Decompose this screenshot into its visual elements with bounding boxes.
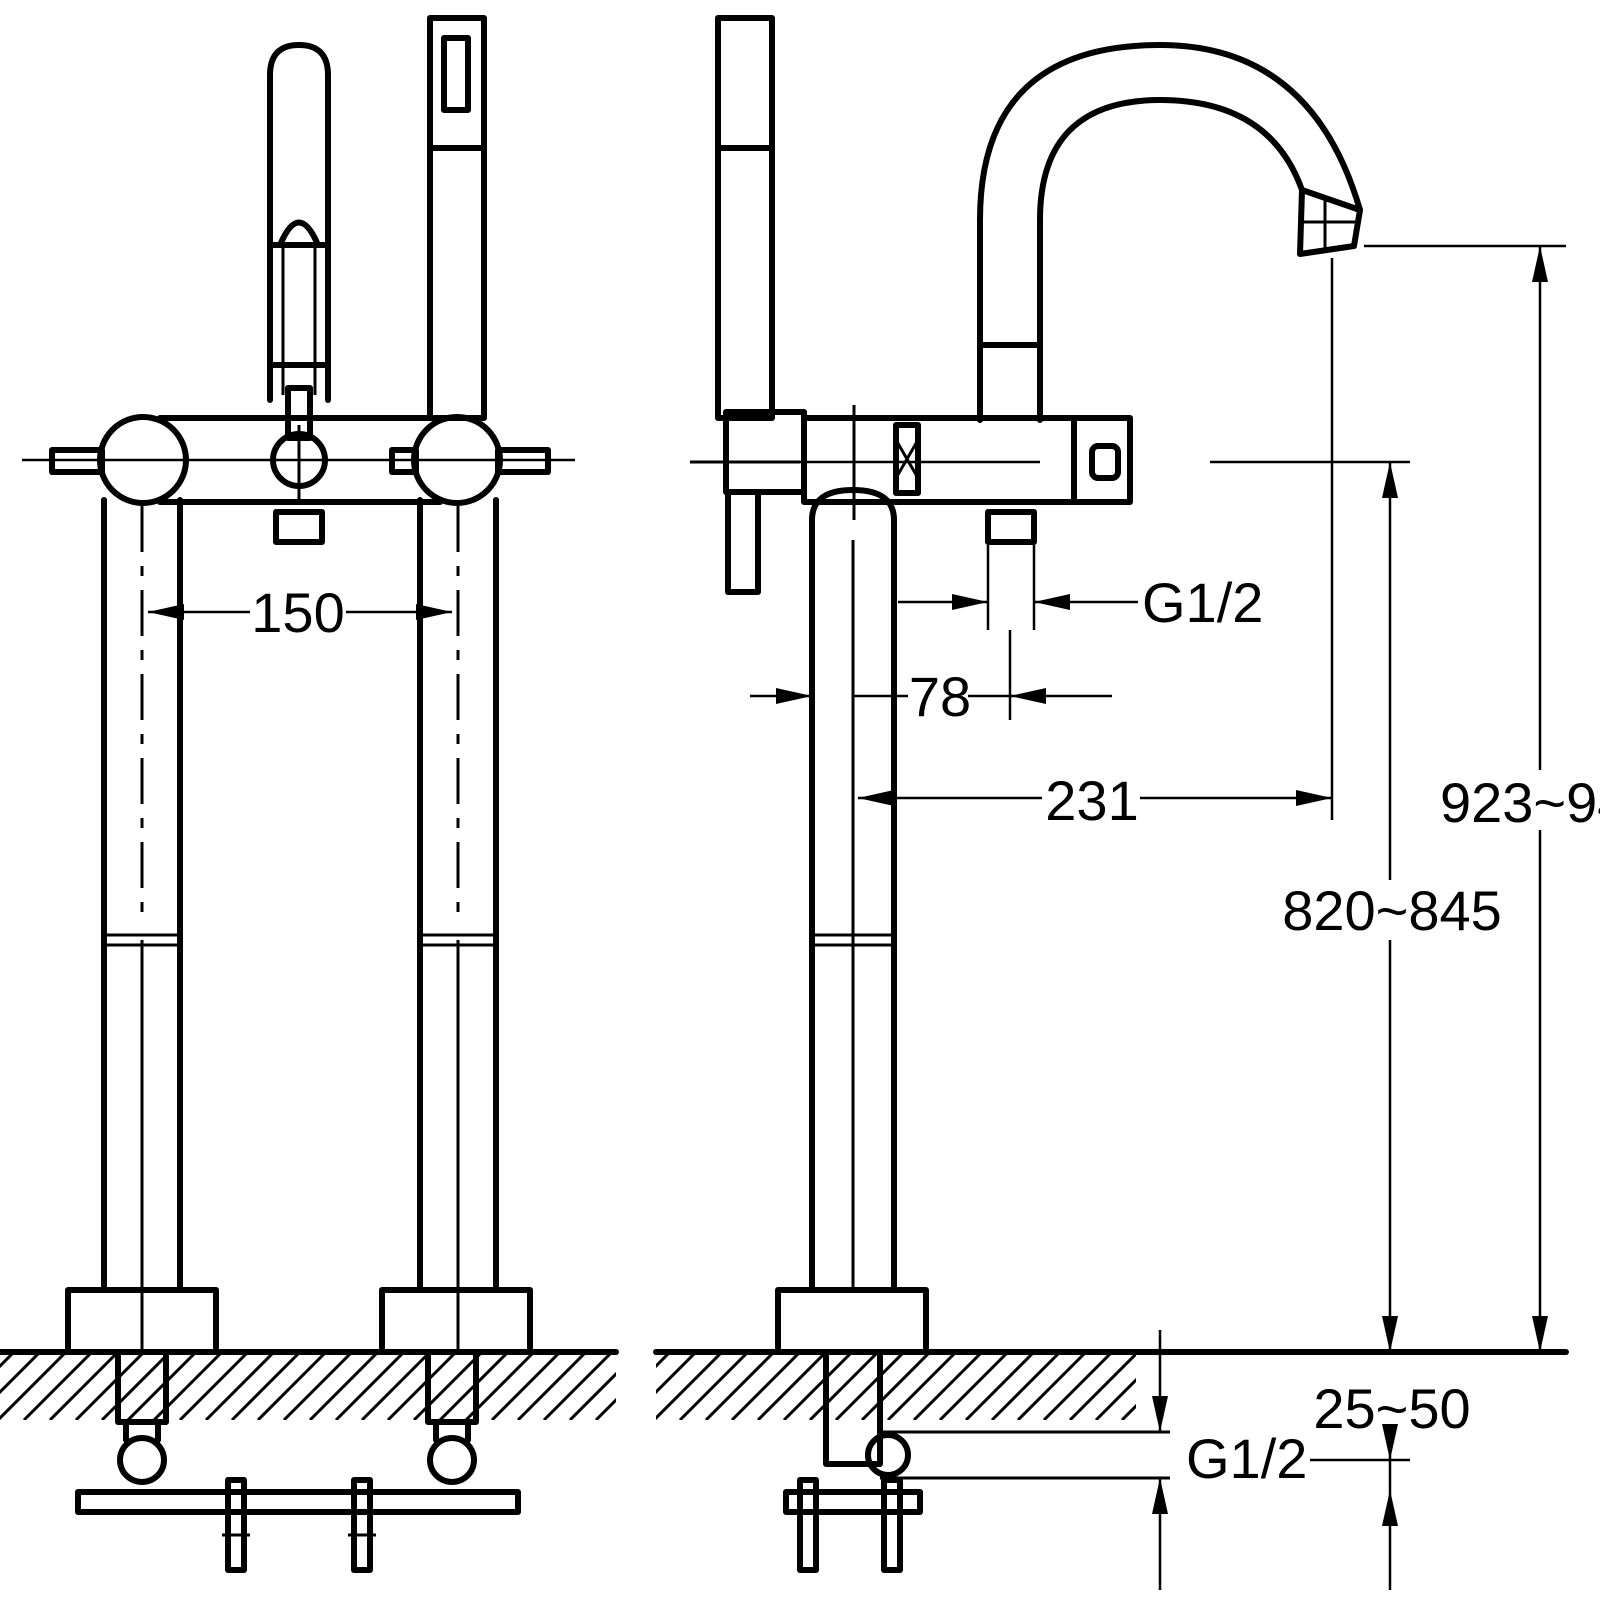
floor-hatch-line [656,1352,724,1420]
floor-hatch-line [912,1352,984,1420]
floor-right [576,1349,1569,1573]
floor-hatch-line [1200,1352,1268,1420]
label-outlet-thread-top: G1/2 [1142,571,1263,634]
right-pipe [379,497,533,1355]
floor-hatch-line [656,1352,672,1369]
floor-hatch-line [74,1352,146,1420]
dim-inlet-thread-bottom: G1/2 [1186,1427,1307,1490]
left-pipe [65,497,219,1355]
dim-pipe-spacing: 150 [148,581,452,644]
floor-hatch-line [938,1352,1010,1420]
floor-hatch-line [990,1352,1062,1420]
dim-body-height: 820~845 [1282,462,1502,1352]
floor-hatch-line [230,1352,302,1420]
floor-hatch-line [1094,1377,1136,1420]
floor-hatch-line [886,1352,958,1420]
floor-hatch-line [808,1352,880,1420]
lever-handle [267,42,331,441]
floor-hatch-line [834,1352,906,1420]
floor-hatch-line [412,1352,484,1420]
floor-hatch-line [756,1352,828,1420]
dim-outlet-offset: 78 [750,630,1112,728]
dim-outlet-thread-top: G1/2 [898,545,1263,634]
side-body [700,405,1410,545]
floor-hatch-line [622,1352,690,1420]
floor-hatch-line [22,1352,94,1420]
floor-hatch-line [308,1352,380,1420]
floor-hatch-line [516,1352,588,1420]
side-hand-shower [690,15,807,595]
floor-hatch-line [576,1352,644,1420]
side-view: G1/2 78 231 820~845 [576,15,1600,1590]
floor-hatch-line [1120,1403,1136,1420]
label-inlet-thread-bottom: G1/2 [1186,1427,1307,1490]
floor-hatch-line [1016,1352,1088,1420]
front-view: 150 [0,15,690,1573]
floor-hatch-line [594,1397,616,1420]
floor-hatch-line [0,1352,42,1395]
floor-left [0,1349,690,1573]
floor-hatch-line [282,1352,354,1420]
floor-hatch-line [126,1352,198,1420]
floor-hatch-line [490,1352,562,1420]
floor-hatch-line [360,1352,432,1420]
label-spout-height: 923~94 [1440,771,1600,834]
floor-hatch-line [204,1352,276,1420]
floor-hatch-line [656,1352,698,1395]
dim-spout-height: 923~94 [1364,244,1600,1352]
floor-hatch-line [1068,1352,1136,1420]
dim-floor-depth: 25~50 [1152,1330,1471,1590]
floor-hatch-line [1174,1352,1242,1420]
floor-hatch-line [704,1352,776,1420]
label-outlet-offset: 78 [909,665,971,728]
label-floor-depth: 25~50 [1313,1377,1470,1440]
label-body-height: 820~845 [1282,879,1502,942]
floor-hatch-line [0,1352,68,1420]
side-column [775,487,929,1355]
label-spout-reach: 231 [1045,769,1138,832]
spout [977,42,1363,423]
floor-hatch-line [730,1352,802,1420]
floor-hatch-line [334,1352,406,1420]
floor-hatch-line [964,1352,1036,1420]
mixer-body [22,414,575,545]
floor-hatch-line [678,1352,750,1420]
label-pipe-spacing: 150 [251,581,344,644]
dim-spout-reach: 231 [858,258,1334,832]
floor-hatch-line [256,1352,328,1420]
floor-hatch-line [542,1352,614,1420]
floor-hatch-line [860,1352,932,1420]
floor-hatch-line [100,1352,172,1420]
hand-shower [427,15,487,421]
floor-hatch-line [178,1352,250,1420]
floor-hatch-line [568,1371,616,1420]
floor-hatch-line [48,1352,120,1420]
floor-hatch-line [782,1352,854,1420]
floor-hatch-line [0,1352,16,1369]
floor-hatch-line [386,1352,458,1420]
floor-hatch-line [1042,1352,1114,1420]
